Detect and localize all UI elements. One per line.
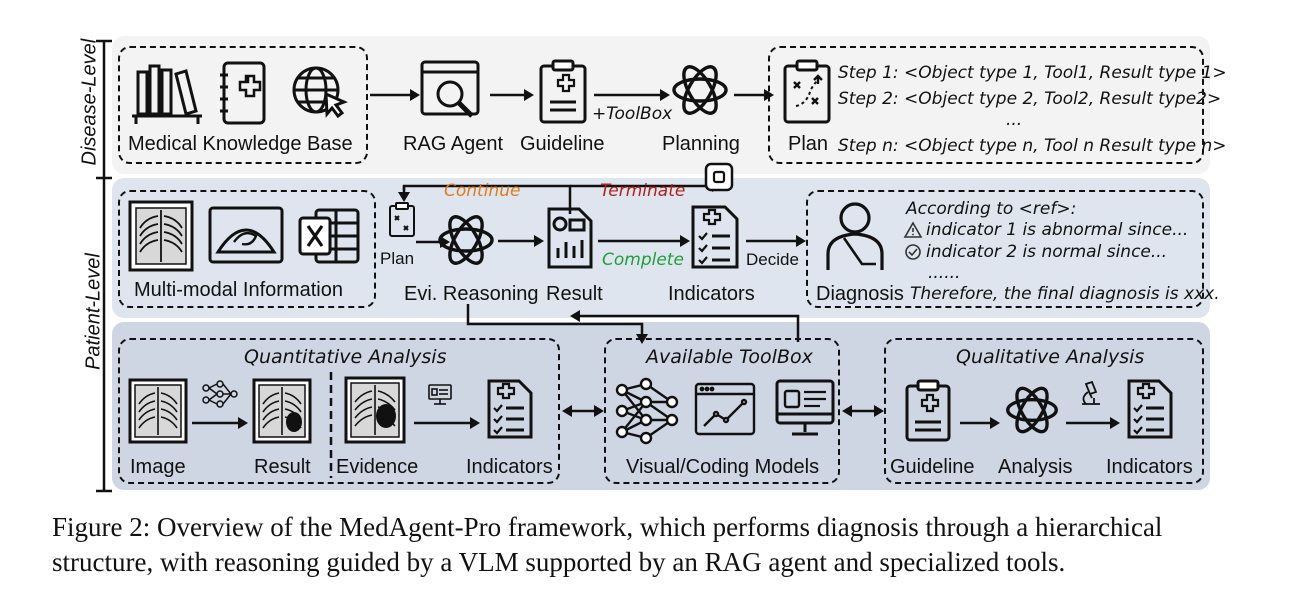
qual-analysis-label: Analysis (998, 456, 1073, 478)
quant-image-label: Image (130, 456, 186, 478)
arrow-kb-rag (370, 89, 420, 101)
quant-image-xray-icon (128, 378, 188, 444)
diag-line-ref: According to <ref>: (906, 199, 1077, 219)
patient-icon (826, 202, 884, 270)
diag-line-ellipsis: ...... (928, 263, 961, 283)
toolbox-box (604, 338, 840, 484)
knowledge-base-label: Medical Knowledge Base (128, 133, 353, 155)
rag-search-icon (420, 60, 480, 118)
qual-indicators-label: Indicators (1106, 456, 1193, 478)
evidence-label: Evidence (336, 456, 419, 478)
diag-line-1: indicator 1 is abnormal since... (926, 220, 1189, 240)
plan-box (768, 46, 1204, 164)
spreadsheet-icon (298, 208, 360, 264)
quant-result-label: Result (254, 456, 311, 478)
planning-label: Planning (662, 133, 740, 155)
evi-reasoning-icon (438, 215, 494, 265)
quantitative-box (118, 338, 560, 484)
toolbox-edge-label: +ToolBox (592, 104, 673, 124)
diagnosis-label: Diagnosis (816, 283, 904, 305)
guideline-label: Guideline (520, 133, 605, 155)
quant-title: Quantitative Analysis (244, 346, 447, 368)
plan-tactic-icon (783, 59, 831, 124)
computer-icon (775, 379, 835, 436)
arrow-decide (746, 235, 806, 247)
disease-level-label: Disease-Level (78, 38, 101, 166)
qual-guideline-icon (905, 379, 951, 442)
medical-book-icon (220, 61, 266, 125)
double-arrow-left (562, 405, 604, 417)
continue-label: Continue (444, 181, 521, 201)
arrow-analysis-indicators (1066, 417, 1120, 429)
globe-cursor-icon (292, 66, 348, 119)
quant-result-xray-icon (252, 378, 312, 444)
multimodal-label: Multi-modal Information (134, 279, 343, 301)
diagnosis-box (806, 190, 1204, 308)
arrow-qual-guideline-analysis (960, 417, 1000, 429)
ultrasound-icon (208, 206, 284, 264)
xray-icon (128, 200, 194, 272)
multimodal-box (118, 190, 376, 308)
knowledge-base-box (118, 46, 368, 164)
arrow-evi-result (498, 235, 544, 247)
disease-band (112, 36, 1210, 174)
patient-band (112, 178, 1210, 318)
patient-level-label: Patient-Level (82, 253, 105, 370)
result-report-icon (547, 207, 593, 269)
qualitative-box (884, 338, 1204, 484)
evi-reasoning-label: Evi. Reasoning (404, 283, 539, 305)
qual-title: Qualitative Analysis (956, 346, 1145, 368)
plan-label: Plan (788, 133, 829, 155)
diag-line-2: indicator 2 is normal since... (926, 242, 1168, 262)
toolbox-title: Available ToolBox (646, 346, 813, 368)
plan-small-icon (389, 202, 415, 237)
stop-icon (704, 162, 734, 192)
diag-line-final: Therefore, the final diagnosis is xxx. (910, 284, 1220, 304)
quant-indicators-icon (487, 379, 533, 439)
neural-net-icon (615, 377, 679, 445)
monitor-small-icon (428, 384, 452, 405)
chart-window-icon (694, 382, 756, 436)
level-bracket (96, 39, 112, 493)
guideline-clipboard-icon (539, 59, 587, 124)
microscope-icon (1082, 380, 1100, 405)
indicators-label: Indicators (668, 283, 755, 305)
analysis-llm-icon (1006, 386, 1058, 434)
arrow-result-indicators (598, 235, 690, 247)
plan-step-1: Step 1: <Object type 1, Tool1, Result ty… (838, 63, 1227, 83)
indicators-icon (691, 205, 739, 269)
figure-caption: Figure 2: Overview of the MedAgent-Pro f… (52, 510, 1292, 580)
warning-icon (903, 221, 923, 238)
plan-small-label: Plan (380, 249, 415, 268)
models-label: Visual/Coding Models (626, 456, 820, 478)
quant-indicators-label: Indicators (466, 456, 553, 478)
double-arrow-right (842, 405, 884, 417)
check-circle-icon (905, 244, 921, 260)
complete-label: Complete (602, 250, 684, 270)
decide-label: Decide (746, 250, 799, 269)
plan-step-ellipsis: ... (1006, 110, 1023, 130)
qual-guideline-label: Guideline (890, 456, 975, 478)
evidence-xray-icon (344, 376, 406, 444)
arrow-guideline-planning (594, 89, 670, 101)
result-label: Result (546, 283, 603, 305)
quant-divider (329, 372, 333, 478)
network-icon (202, 380, 238, 408)
planning-llm-icon (672, 65, 728, 115)
arrow-image-result (192, 417, 248, 429)
books-icon (132, 64, 202, 124)
terminate-label: Terminate (600, 181, 686, 201)
rag-agent-label: RAG Agent (403, 133, 504, 155)
plan-step-n: Step n: <Object type n, Tool n Result ty… (838, 136, 1227, 156)
caption-line-1: Figure 2: Overview of the MedAgent-Pro f… (52, 512, 1163, 542)
caption-line-2: structure, with reasoning guided by a VL… (52, 547, 1066, 577)
qual-indicators-icon (1127, 379, 1173, 439)
arrow-evidence-indicators (414, 417, 480, 429)
plan-step-2: Step 2: <Object type 2, Tool2, Result ty… (838, 89, 1222, 109)
arrow-rag-guideline (490, 89, 534, 101)
